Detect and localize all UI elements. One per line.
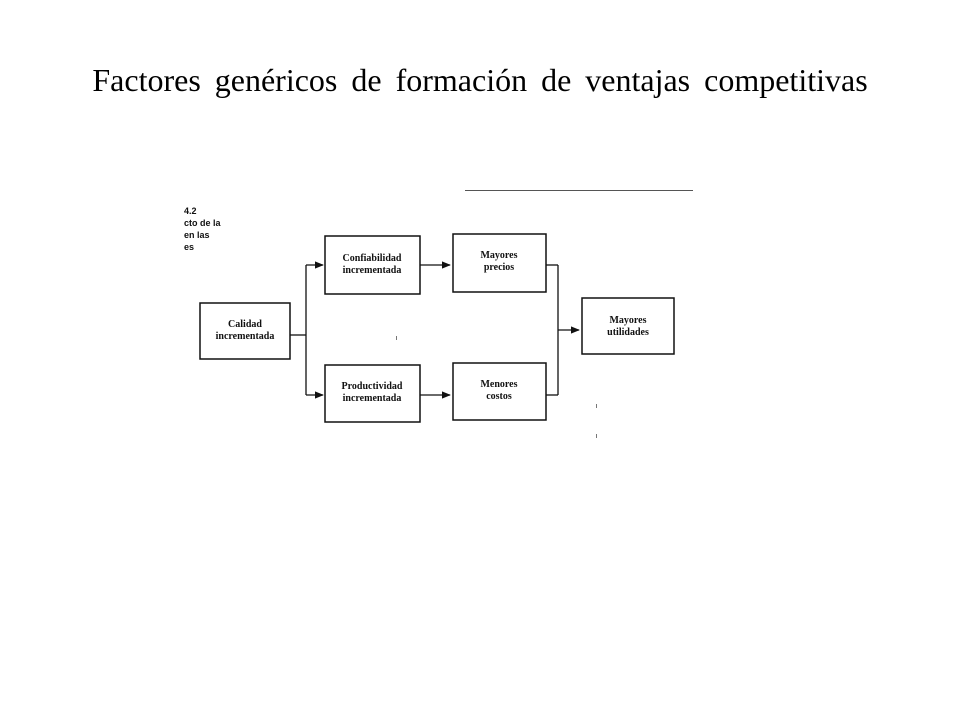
caption-line-1: 4.2	[184, 206, 197, 216]
node-label-costos-2: costos	[486, 391, 512, 402]
caption-line-4: es	[184, 242, 195, 252]
node-label-calidad-2: incrementada	[216, 331, 275, 342]
node-label-confiabilidad-1: Confiabilidad	[343, 253, 402, 264]
slide-title: Factores genéricos de formación de venta…	[92, 62, 868, 98]
node-label-costos-1: Menores	[480, 379, 517, 390]
node-label-confiabilidad-2: incrementada	[343, 265, 402, 276]
node-box-utilidades	[581, 297, 675, 355]
scan-speck	[596, 404, 597, 408]
node-label-productividad-1: Productividad	[342, 381, 403, 392]
scan-speck	[396, 336, 397, 340]
top-rule-line	[465, 190, 693, 191]
node-label-calidad-1: Calidad	[228, 319, 262, 330]
node-label-productividad-2: incrementada	[343, 393, 402, 404]
node-label-utilidades-2: utilidades	[607, 327, 649, 338]
caption-line-2: cto de la	[184, 218, 221, 228]
figure-caption-fragment: 4.2 cto de la en las es	[184, 205, 244, 263]
node-box-costos	[452, 362, 547, 421]
node-label-precios-1: Mayores	[480, 250, 517, 261]
node-box-confiabilidad	[324, 235, 421, 295]
node-label-utilidades-1: Mayores	[609, 315, 646, 326]
node-box-calidad	[199, 302, 291, 360]
node-box-productividad	[324, 364, 421, 423]
scan-speck	[596, 434, 597, 438]
node-box-precios	[452, 233, 547, 293]
node-label-precios-2: precios	[484, 262, 514, 273]
caption-line-3: en las	[184, 230, 210, 240]
